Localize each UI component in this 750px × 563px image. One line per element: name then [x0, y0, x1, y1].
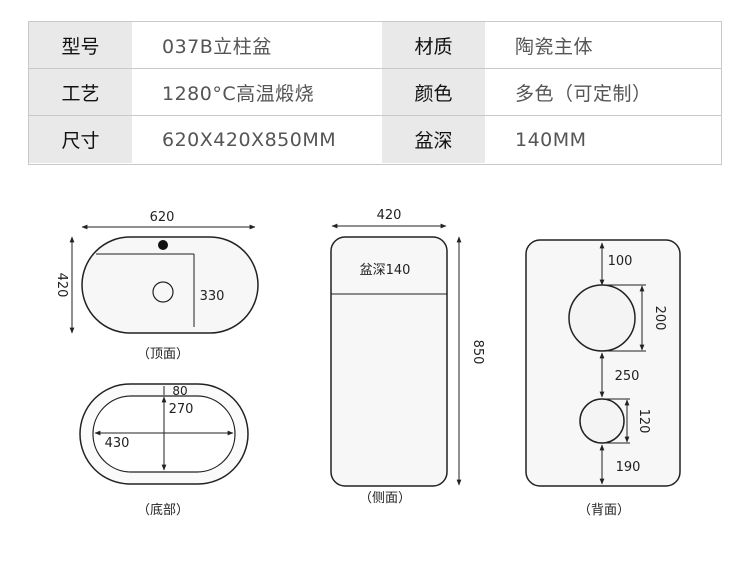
back-upper-hole-icon — [568, 284, 636, 352]
spec-value: 620X420X850MM — [132, 116, 382, 163]
spec-label: 盆深 — [382, 116, 485, 163]
back-bottom-gap-label: 190 — [616, 460, 641, 475]
spec-value: 1280°C高温煅烧 — [132, 69, 382, 115]
top-side-label: 330 — [200, 289, 225, 304]
faucet-hole-icon — [158, 240, 168, 250]
bottom-view-caption: （底部） — [137, 502, 189, 518]
spec-value: 140MM — [485, 116, 721, 163]
top-depth-label: 420 — [54, 273, 69, 298]
spec-value: 多色（可定制） — [485, 69, 721, 115]
pedestal-side-outline — [330, 236, 448, 487]
side-height-label: 850 — [470, 340, 485, 365]
bottom-view: 80 270 430 （底部） — [79, 383, 249, 518]
spec-label: 尺寸 — [29, 116, 132, 163]
side-view-caption: （侧面） — [359, 491, 411, 506]
spec-label: 颜色 — [382, 69, 485, 115]
top-width-label: 620 — [150, 210, 175, 225]
back-lower-hole-icon — [579, 398, 625, 444]
bottom-depth-label: 270 — [169, 402, 194, 417]
top-view-caption: （顶面） — [137, 347, 189, 362]
back-top-gap-label: 100 — [608, 254, 633, 269]
spec-label: 工艺 — [29, 69, 132, 115]
spec-table: 型号 037B立柱盆 材质 陶瓷主体 工艺 1280°C高温煅烧 颜色 多色（可… — [28, 21, 722, 165]
back-view-caption: （背面） — [578, 503, 630, 518]
top-view: 620 420 330 （顶面） — [54, 210, 259, 362]
spec-label: 型号 — [29, 22, 132, 68]
side-view: 420 盆深140 850 （侧面） — [330, 208, 485, 506]
bowl-depth-label: 盆深140 — [360, 263, 411, 278]
side-width-label: 420 — [377, 208, 402, 223]
back-view: 100 200 250 120 190 （背面） — [525, 239, 681, 518]
back-mid-gap-label: 250 — [615, 369, 640, 384]
back-hole1-label: 200 — [652, 306, 667, 331]
spec-value: 037B立柱盆 — [132, 22, 382, 68]
bottom-offset-label: 80 — [172, 384, 187, 398]
drain-hole-icon — [152, 281, 174, 303]
spec-value: 陶瓷主体 — [485, 22, 721, 68]
spec-label: 材质 — [382, 22, 485, 68]
pedestal-back-outline — [525, 239, 681, 487]
back-hole2-label: 120 — [636, 409, 651, 434]
bottom-width-label: 430 — [105, 436, 130, 451]
spec-row-model: 型号 037B立柱盆 材质 陶瓷主体 — [29, 22, 721, 69]
spec-row-process: 工艺 1280°C高温煅烧 颜色 多色（可定制） — [29, 69, 721, 116]
spec-row-size: 尺寸 620X420X850MM 盆深 140MM — [29, 116, 721, 163]
